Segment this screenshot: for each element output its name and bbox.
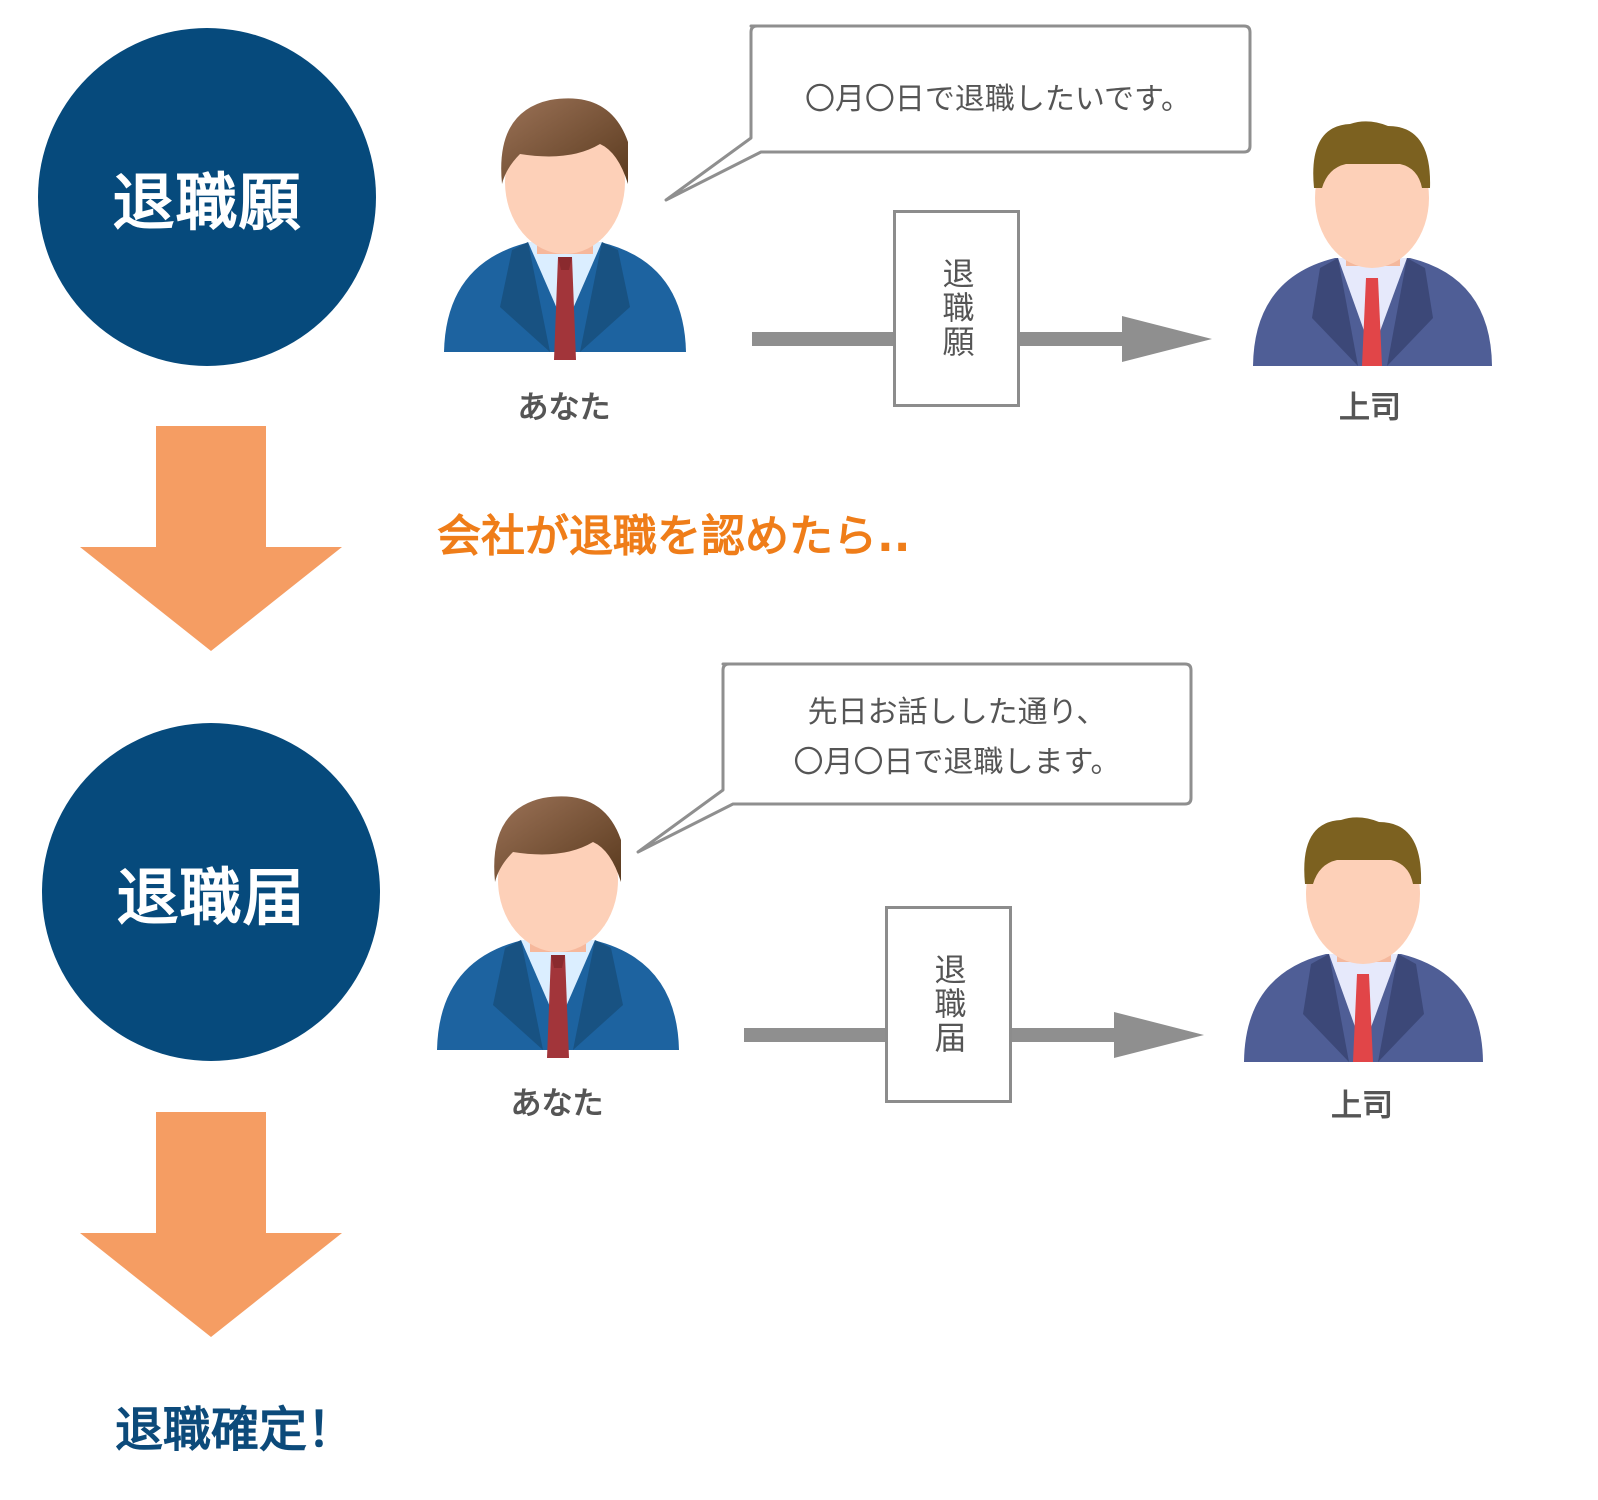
speech-line: 〇月〇日で退職したいです。 <box>804 82 1192 117</box>
step2-document-label: 退職届 <box>929 953 968 1055</box>
businessman-icon <box>437 796 679 1058</box>
speech-line: 〇月〇日で退職します。 <box>793 745 1121 780</box>
step2-sender-label: あなた <box>510 1086 604 1122</box>
speech-line: 先日お話しした通り、 <box>807 695 1107 730</box>
boss-icon <box>1244 817 1483 1062</box>
down-arrow-icon <box>80 426 342 651</box>
step2-speech-bubble <box>636 662 1193 854</box>
down-arrow-icon <box>80 1112 342 1337</box>
step1-document: 退職願 <box>893 210 1020 407</box>
step2-document: 退職届 <box>885 906 1012 1103</box>
step2-circle: 退職届 <box>42 723 380 1061</box>
step1-receiver-label: 上司 <box>1339 390 1401 426</box>
businessman-icon <box>444 98 686 360</box>
step1-circle: 退職願 <box>38 28 376 366</box>
step1-sender-label: あなた <box>517 390 611 426</box>
step1-speech-text: 〇月〇日で退職したいです。 <box>751 75 1245 125</box>
step1-document-label: 退職願 <box>937 257 976 359</box>
boss-icon <box>1253 121 1492 366</box>
step1-speech-bubble <box>664 24 1252 202</box>
step2-circle-label: 退職届 <box>116 861 306 934</box>
step1-circle-label: 退職願 <box>112 166 302 239</box>
step2-speech-text: 先日お話しした通り、 〇月〇日で退職します。 <box>723 688 1191 788</box>
final-result-text: 退職確定！ <box>115 1402 356 1458</box>
transition-text: 会社が退職を認めたら.. <box>437 511 911 562</box>
step2-receiver-label: 上司 <box>1331 1088 1393 1124</box>
